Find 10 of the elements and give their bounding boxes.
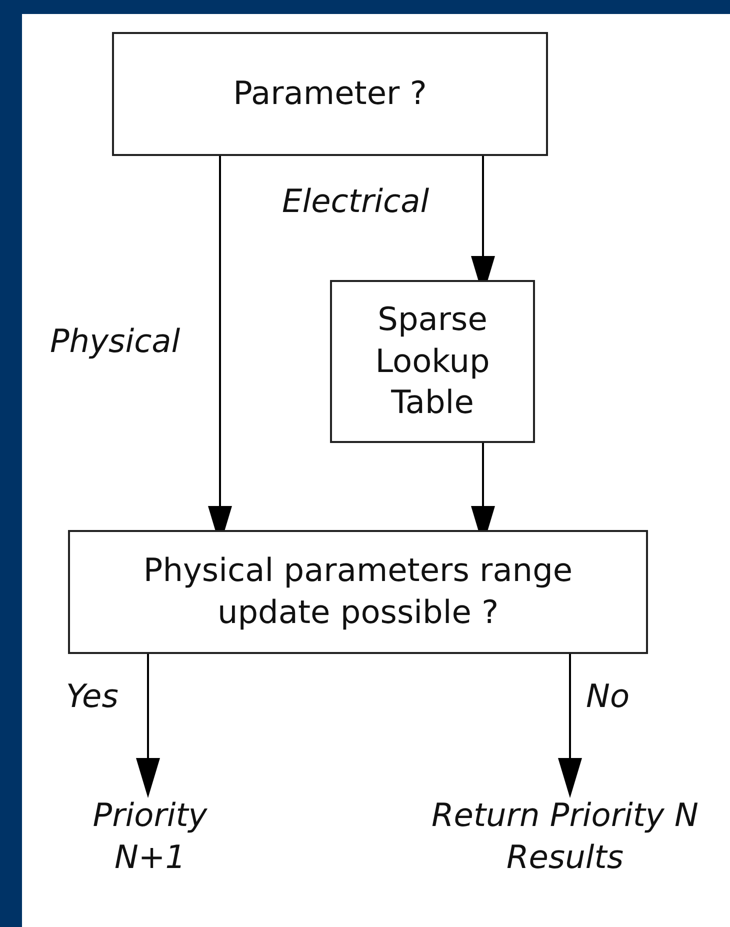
process-box	[330, 280, 535, 443]
outcome-text: Priority N+1	[92, 795, 208, 878]
box-text: Physical parameters range update possible ?	[142, 550, 574, 633]
process-box	[68, 530, 648, 654]
process-box	[112, 32, 548, 156]
box-text: Parameter ?	[233, 73, 427, 114]
box-text: Sparse Lookup Table	[374, 299, 491, 424]
arrow	[558, 654, 582, 798]
outcome-text: Return Priority N Results	[430, 795, 700, 878]
arrow	[136, 654, 160, 798]
